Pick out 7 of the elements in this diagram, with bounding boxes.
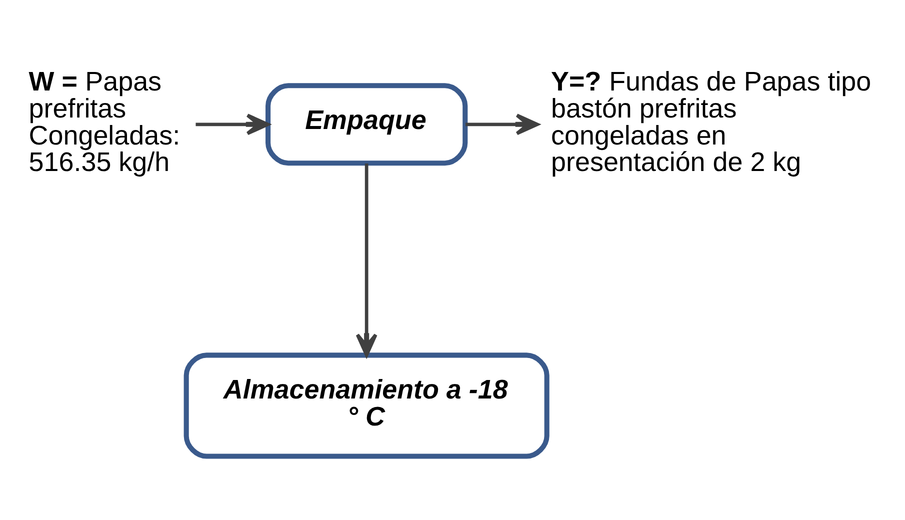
arrow — [356, 164, 378, 357]
arrow — [196, 114, 270, 136]
node-text: Y=? Fundas de Papas tipo bastón prefritas congeladas en presentación de 2 kg — [551, 66, 872, 178]
node-text: W = Papas prefritas Congeladas: 516.35 kg/h — [28, 66, 180, 178]
node-box: Empaque — [266, 83, 468, 166]
arrow — [466, 114, 539, 136]
node-box: Almacenamiento a -18 ° C — [184, 352, 550, 459]
